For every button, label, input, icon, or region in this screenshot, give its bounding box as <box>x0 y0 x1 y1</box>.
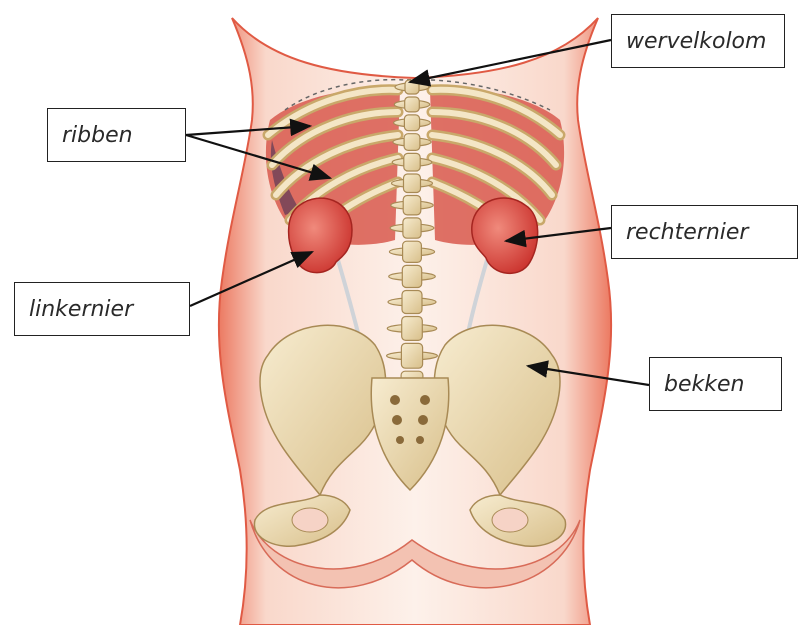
vertebra <box>402 291 422 314</box>
vertebra <box>402 265 421 287</box>
vertebra <box>402 317 423 341</box>
obturator-right <box>492 508 528 532</box>
vertebra <box>404 115 419 131</box>
label-bekken: bekken <box>649 357 782 411</box>
label-wervelkolom: wervelkolom <box>611 14 785 68</box>
vertebra <box>403 218 421 238</box>
vertebra <box>401 343 422 368</box>
label-rechternier: rechternier <box>611 205 798 259</box>
label-bekken-text: bekken <box>664 372 744 397</box>
label-rechternier-text: rechternier <box>626 220 748 245</box>
vertebra <box>404 134 420 151</box>
label-ribben: ribben <box>47 108 186 162</box>
obturator-left <box>292 508 328 532</box>
label-linkernier-text: linkernier <box>29 297 133 322</box>
vertebra <box>403 196 421 215</box>
vertebra <box>404 153 420 171</box>
vertebra <box>404 174 421 193</box>
label-wervelkolom-text: wervelkolom <box>626 29 766 54</box>
vertebra <box>403 241 422 262</box>
label-linkernier: linkernier <box>14 282 190 336</box>
label-ribben-text: ribben <box>62 123 133 148</box>
vertebra <box>405 97 420 112</box>
